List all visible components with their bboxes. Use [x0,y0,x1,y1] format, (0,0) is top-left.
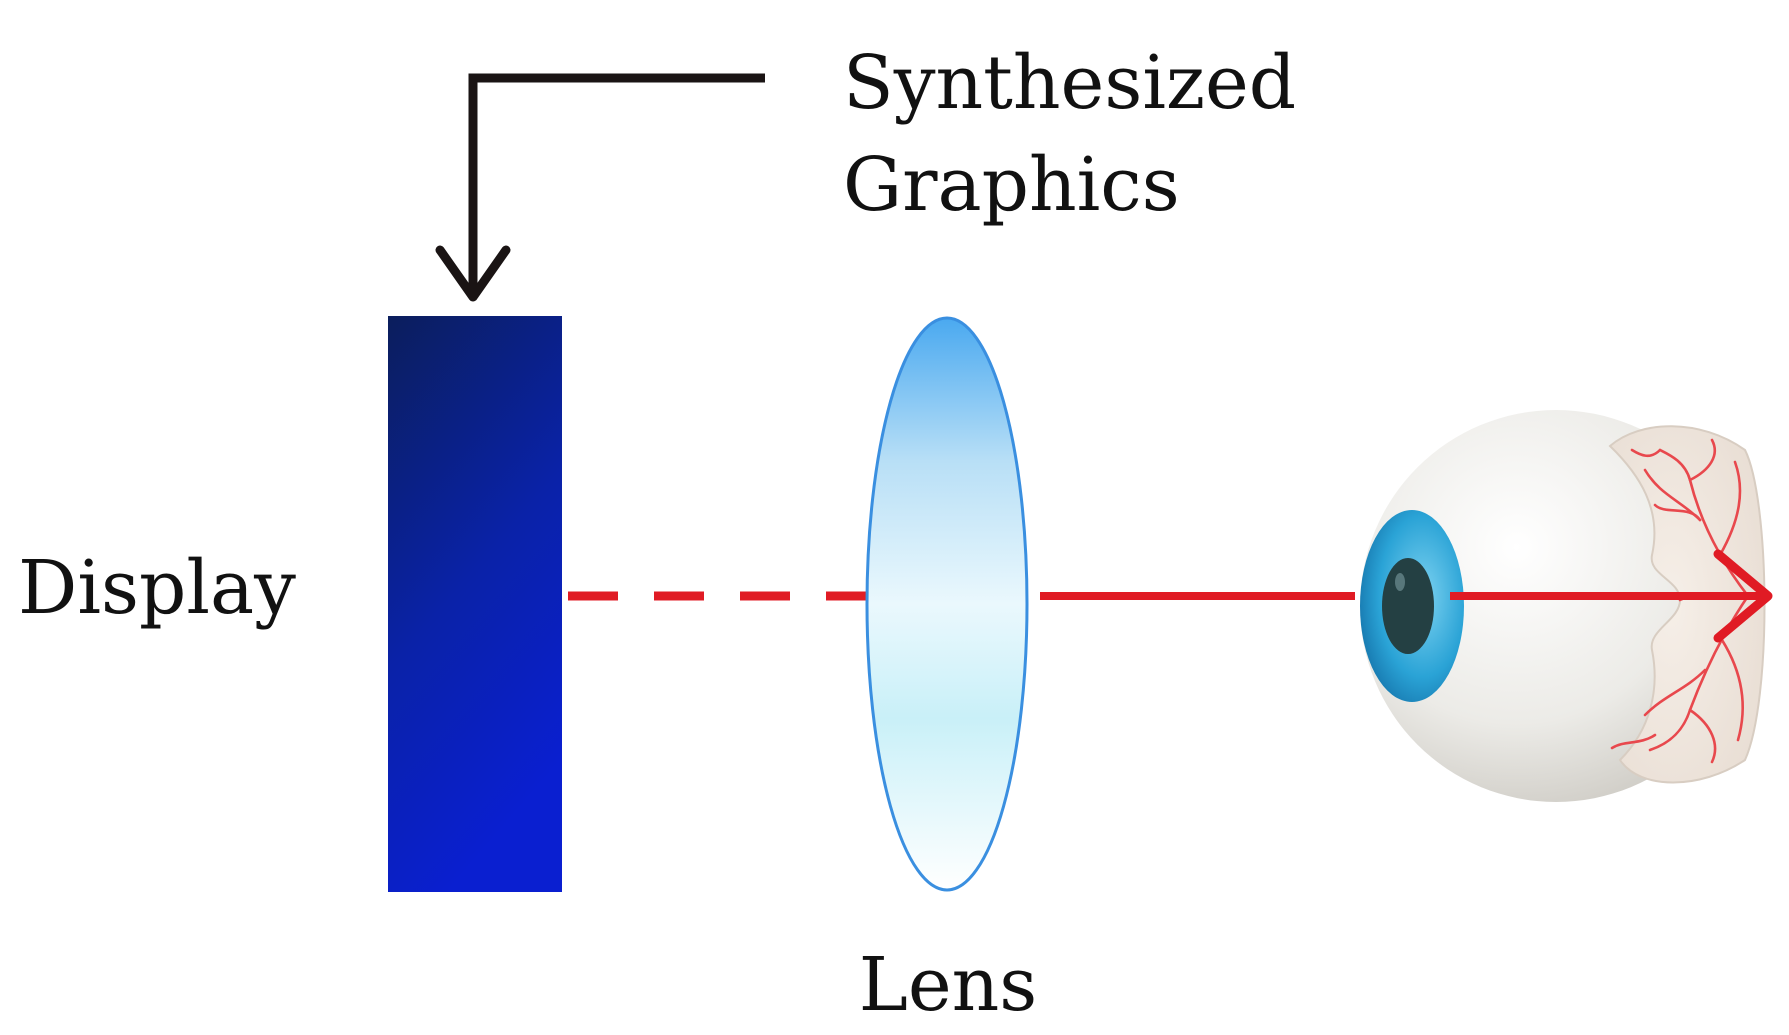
graphics-feed-arrow [435,73,765,302]
convex-lens [865,316,1029,892]
eyeball-icon [1360,410,1766,802]
synthesized-graphics-label-line2: Graphics [843,142,1180,228]
synthesized-graphics-label-line1: Synthesized [843,40,1296,126]
ray-into-eye-arrow [1450,549,1773,643]
display-label: Display [18,545,296,631]
display-panel [388,316,562,892]
lens-label: Lens [859,942,1038,1028]
